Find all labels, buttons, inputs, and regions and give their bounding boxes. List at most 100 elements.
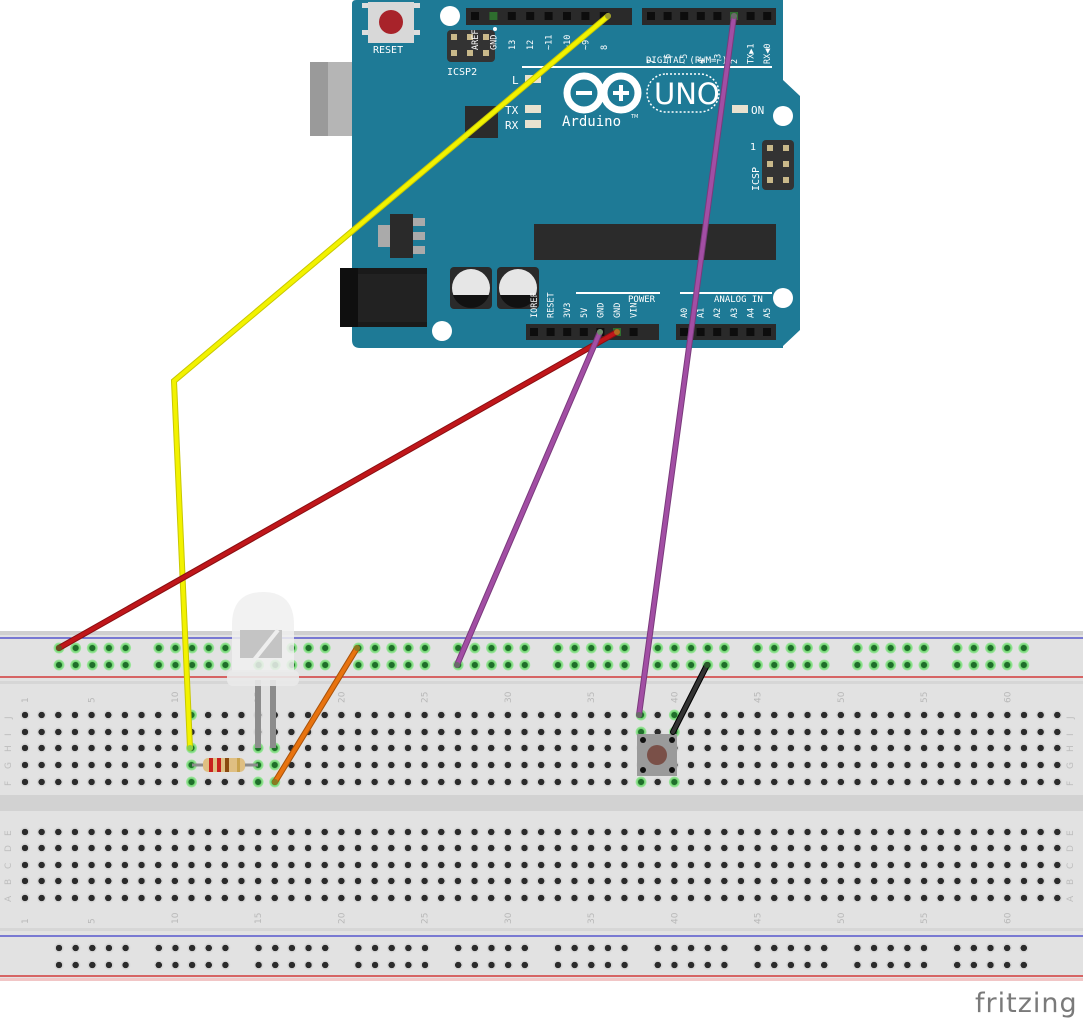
breadboard-hole[interactable]: [136, 759, 148, 771]
breadboard-hole[interactable]: [369, 726, 381, 738]
breadboard-hole[interactable]: [918, 842, 930, 854]
breadboard-hole[interactable]: [253, 959, 265, 971]
breadboard-hole[interactable]: [852, 826, 863, 838]
breadboard-hole[interactable]: [602, 742, 614, 754]
breadboard-hole[interactable]: [618, 826, 630, 838]
breadboard-hole[interactable]: [119, 859, 131, 871]
breadboard-hole[interactable]: [352, 659, 364, 671]
breadboard-hole[interactable]: [402, 942, 414, 954]
breadboard-hole[interactable]: [385, 842, 397, 854]
breadboard-hole[interactable]: [519, 959, 531, 971]
breadboard-hole[interactable]: [52, 709, 64, 721]
breadboard-hole[interactable]: [568, 742, 580, 754]
breadboard-hole[interactable]: [752, 892, 764, 904]
breadboard-hole[interactable]: [69, 875, 81, 887]
breadboard-hole[interactable]: [618, 742, 630, 754]
breadboard-hole[interactable]: [103, 942, 115, 954]
breadboard-hole[interactable]: [303, 642, 315, 654]
breadboard-hole[interactable]: [485, 759, 497, 771]
breadboard-hole[interactable]: [868, 659, 880, 671]
breadboard-hole[interactable]: [985, 859, 997, 871]
breadboard-hole[interactable]: [385, 726, 397, 738]
breadboard-hole[interactable]: [253, 942, 265, 954]
breadboard-hole[interactable]: [219, 942, 231, 954]
breadboard-hole[interactable]: [519, 642, 531, 654]
breadboard-hole[interactable]: [768, 942, 780, 954]
breadboard-hole[interactable]: [1035, 826, 1047, 838]
breadboard-hole[interactable]: [136, 742, 148, 754]
breadboard-hole[interactable]: [102, 742, 114, 754]
breadboard-hole[interactable]: [785, 759, 797, 771]
breadboard-hole[interactable]: [752, 875, 764, 887]
breadboard-hole[interactable]: [252, 776, 264, 788]
breadboard-hole[interactable]: [269, 826, 281, 838]
breadboard-hole[interactable]: [868, 842, 880, 854]
breadboard-hole[interactable]: [1051, 875, 1063, 887]
breadboard-hole[interactable]: [602, 859, 614, 871]
breadboard-hole[interactable]: [1051, 842, 1063, 854]
breadboard-hole[interactable]: [86, 875, 98, 887]
breadboard-hole[interactable]: [718, 942, 730, 954]
breadboard-hole[interactable]: [652, 776, 664, 788]
breadboard-hole[interactable]: [120, 942, 132, 954]
breadboard-hole[interactable]: [202, 859, 214, 871]
breadboard-hole[interactable]: [1035, 726, 1047, 738]
breadboard-hole[interactable]: [485, 709, 497, 721]
breadboard-hole[interactable]: [535, 776, 547, 788]
breadboard-hole[interactable]: [685, 892, 697, 904]
breadboard-hole[interactable]: [519, 759, 530, 771]
breadboard-hole[interactable]: [618, 842, 630, 854]
breadboard-hole[interactable]: [535, 892, 547, 904]
breadboard-hole[interactable]: [319, 709, 331, 721]
breadboard-hole[interactable]: [968, 959, 980, 971]
breadboard-hole[interactable]: [785, 642, 797, 654]
breadboard-hole[interactable]: [785, 659, 797, 671]
breadboard-hole[interactable]: [702, 942, 714, 954]
breadboard-hole[interactable]: [235, 875, 247, 887]
breadboard-hole[interactable]: [768, 742, 780, 754]
breadboard-hole[interactable]: [235, 892, 247, 904]
breadboard-hole[interactable]: [153, 942, 165, 954]
breadboard-hole[interactable]: [485, 892, 497, 904]
breadboard-hole[interactable]: [69, 776, 81, 788]
breadboard-hole[interactable]: [36, 759, 48, 771]
breadboard-hole[interactable]: [235, 742, 247, 754]
breadboard-hole[interactable]: [852, 842, 863, 854]
breadboard-hole[interactable]: [485, 826, 497, 838]
breadboard-hole[interactable]: [1018, 659, 1030, 671]
breadboard-hole[interactable]: [302, 859, 314, 871]
breadboard-hole[interactable]: [136, 859, 148, 871]
breadboard-hole[interactable]: [1001, 826, 1013, 838]
breadboard-hole[interactable]: [119, 759, 131, 771]
breadboard-hole[interactable]: [1018, 892, 1030, 904]
breadboard-hole[interactable]: [219, 875, 231, 887]
breadboard-hole[interactable]: [69, 892, 81, 904]
breadboard-hole[interactable]: [169, 776, 181, 788]
breadboard-hole[interactable]: [119, 875, 131, 887]
breadboard-hole[interactable]: [668, 959, 680, 971]
breadboard-hole[interactable]: [619, 659, 631, 671]
breadboard-hole[interactable]: [469, 659, 481, 671]
breadboard-hole[interactable]: [169, 726, 181, 738]
breadboard-hole[interactable]: [768, 892, 780, 904]
breadboard-hole[interactable]: [885, 659, 897, 671]
breadboard-hole[interactable]: [519, 776, 530, 788]
breadboard-hole[interactable]: [968, 742, 980, 754]
breadboard-hole[interactable]: [901, 742, 913, 754]
breadboard-hole[interactable]: [885, 759, 897, 771]
breadboard-hole[interactable]: [335, 759, 347, 771]
breadboard-hole[interactable]: [918, 859, 930, 871]
breadboard-hole[interactable]: [152, 726, 164, 738]
breadboard-hole[interactable]: [985, 776, 997, 788]
breadboard-hole[interactable]: [535, 859, 547, 871]
breadboard-hole[interactable]: [835, 875, 847, 887]
breadboard-hole[interactable]: [935, 859, 947, 871]
breadboard-hole[interactable]: [219, 726, 231, 738]
breadboard-hole[interactable]: [452, 842, 464, 854]
header-pin[interactable]: [696, 328, 705, 336]
breadboard-hole[interactable]: [968, 659, 980, 671]
breadboard-hole[interactable]: [219, 959, 231, 971]
breadboard-hole[interactable]: [152, 776, 164, 788]
breadboard-hole[interactable]: [369, 642, 381, 654]
breadboard-hole[interactable]: [535, 759, 547, 771]
